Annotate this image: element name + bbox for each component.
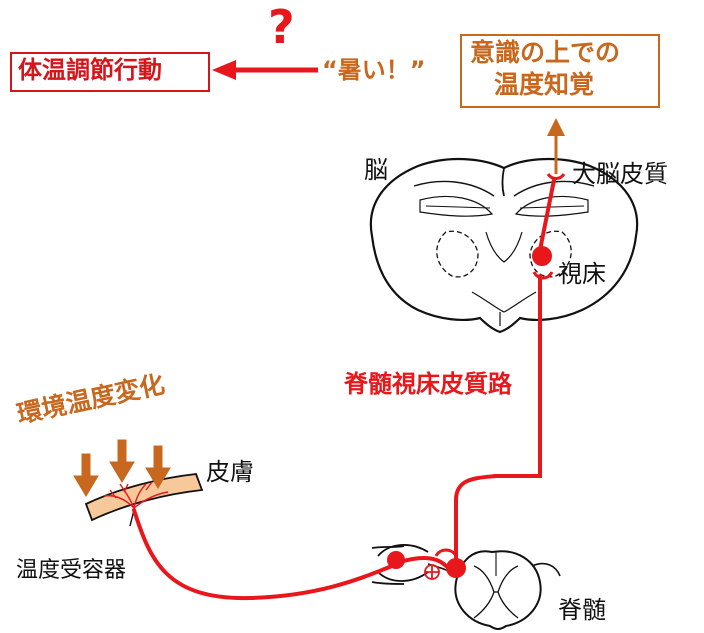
brain-section — [369, 157, 639, 334]
skin-label: 皮膚 — [206, 458, 254, 486]
synapse-terminal-cortex — [546, 173, 566, 180]
receptor-label: 温度受容器 — [16, 558, 127, 583]
drg-neuron-body — [387, 551, 405, 569]
thalamus-label: 視床 — [558, 260, 606, 288]
left-arrow-icon — [212, 60, 318, 80]
conscious-perception-line2: 温度知覚 — [494, 70, 595, 99]
behavior-label: 体温調節行動 — [18, 56, 162, 84]
dorsal-root-ganglion-outline — [371, 544, 429, 585]
plus-in-circle-icon — [424, 564, 440, 580]
conscious-perception-box — [460, 34, 660, 108]
afferent-pathway — [132, 178, 556, 601]
down-arrow-icon — [73, 453, 99, 497]
question-mark: ? — [268, 0, 295, 54]
heat-arrows — [73, 439, 171, 497]
up-arrow-icon — [547, 118, 565, 174]
brain-label: 脳 — [364, 156, 388, 184]
pathway-label: 脊髄視床皮質路 — [344, 370, 512, 398]
spinal-cord-label: 脊髄 — [558, 596, 606, 624]
conscious-perception-line1: 意識の上での — [470, 38, 621, 67]
receptor-nerve-endings — [103, 481, 169, 509]
behavior-box — [10, 52, 210, 92]
hot-quote-label: “暑い！” — [322, 56, 426, 84]
synapse-terminal-thalamus — [532, 271, 554, 280]
down-arrow-icon — [109, 439, 135, 483]
skin-patch — [84, 473, 204, 527]
spinal-neuron-body — [446, 558, 466, 578]
synapse-terminal-spinal — [434, 548, 458, 557]
down-arrow-icon — [145, 445, 171, 489]
thalamic-neuron-body — [532, 246, 552, 266]
cortex-label: 大脳皮質 — [572, 160, 668, 188]
